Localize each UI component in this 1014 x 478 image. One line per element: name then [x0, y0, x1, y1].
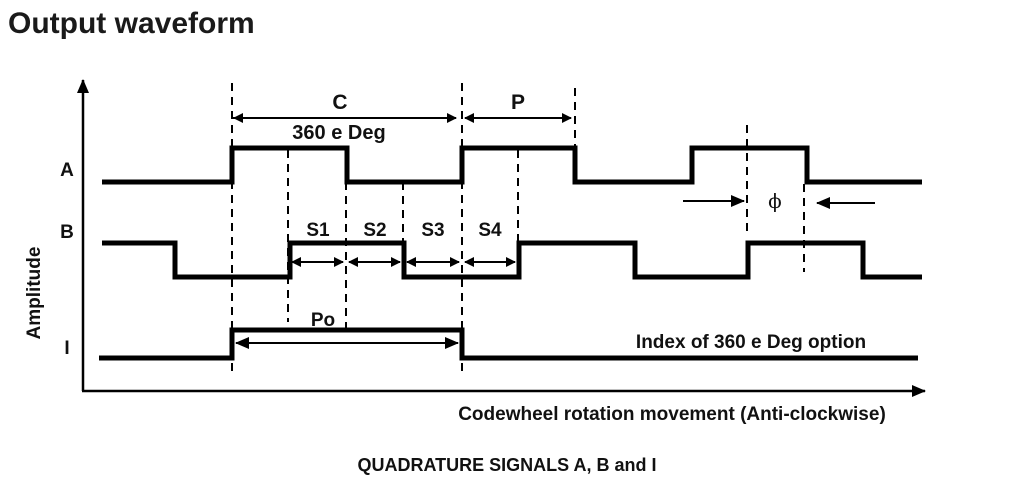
x-axis-label: Codewheel rotation movement (Anti-clockw… [458, 404, 886, 425]
figure-caption: QUADRATURE SIGNALS A, B and I [357, 455, 656, 475]
signal-label-b: B [60, 222, 74, 243]
phase-symbol: ϕ [768, 189, 782, 213]
waveform-a [102, 145, 922, 185]
state-label-s2: S2 [363, 220, 386, 241]
cycle-label: C [332, 91, 347, 114]
state-label-s1: S1 [306, 220, 330, 241]
signal-label-i: I [64, 338, 69, 359]
waveform-i [99, 327, 918, 361]
signal-label-a: A [60, 160, 74, 181]
index-note: Index of 360 e Deg option [636, 332, 866, 353]
pulse-label: P [511, 91, 525, 114]
waveform-b [102, 240, 922, 280]
state-label-s3: S3 [421, 220, 444, 241]
y-axis-label: Amplitude [24, 247, 45, 340]
diagram-title: Output waveform [8, 7, 255, 40]
cycle-sub-label: 360 e Deg [292, 122, 385, 144]
state-label-s4: S4 [478, 220, 502, 241]
index-width-label: Po [311, 310, 335, 331]
